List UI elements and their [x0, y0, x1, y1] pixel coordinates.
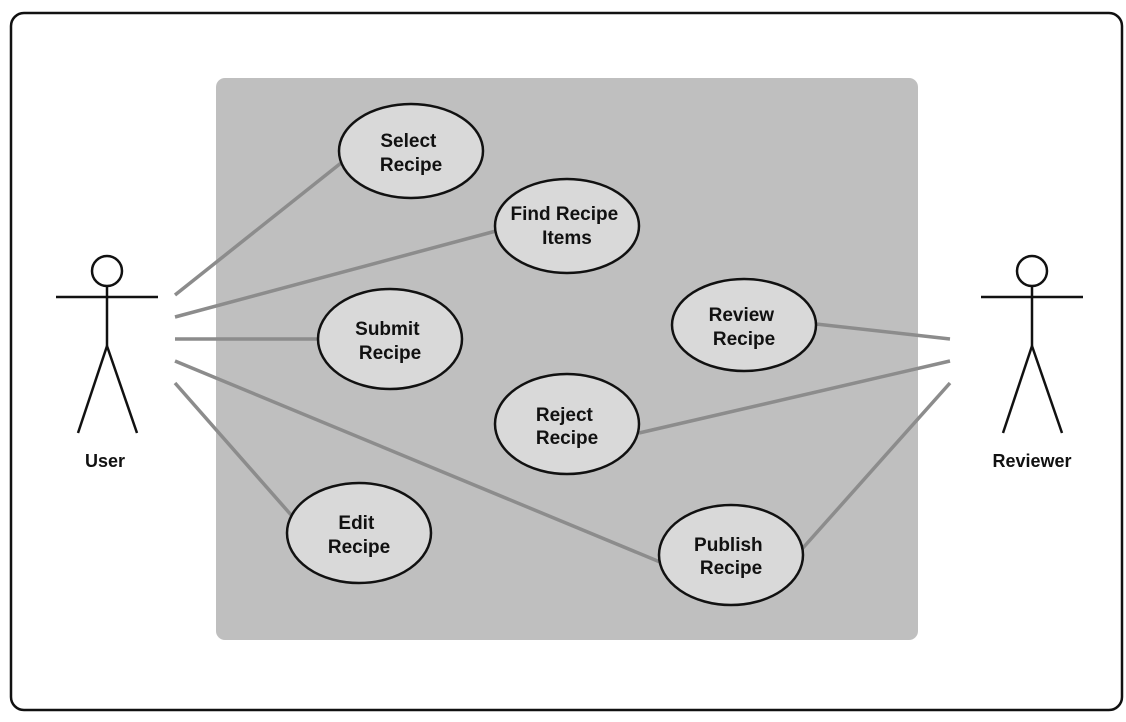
use-case-oval	[316, 287, 464, 391]
use-case-reject-recipe[interactable]: Reject Recipe	[493, 372, 641, 476]
association-user-publish-recipe	[174, 359, 661, 564]
use-case-label-line1: Reject	[536, 405, 594, 426]
use-case-label-line2: Items	[542, 228, 592, 249]
use-case-label-line1: Edit	[338, 513, 375, 534]
use-case-label-line1: Review	[709, 305, 775, 326]
actor-user-label: User	[85, 451, 125, 471]
svg-text:Submit Recipe: Submit Recipe	[355, 319, 425, 364]
svg-text:Find Recipe Items: Find Recipe Items	[511, 204, 624, 249]
use-case-label-line2: Recipe	[700, 558, 762, 579]
use-case-review-recipe[interactable]: Review Recipe	[670, 277, 818, 373]
association-user-select-recipe	[173, 161, 343, 297]
use-case-label-line2: Recipe	[380, 155, 442, 176]
use-case-label-line2: Recipe	[328, 537, 390, 558]
use-case-select-recipe[interactable]: Select Recipe	[337, 102, 485, 200]
use-case-edit-recipe[interactable]: Edit Recipe	[285, 481, 433, 585]
association-reviewer-publish-recipe	[800, 381, 952, 551]
use-case-oval	[493, 177, 641, 275]
use-case-oval	[337, 102, 485, 200]
actor-reviewer-label: Reviewer	[992, 451, 1071, 471]
actor-user[interactable]	[56, 254, 158, 434]
use-case-oval	[493, 372, 641, 476]
use-case-label-line1: Submit	[355, 319, 420, 340]
actor-user-right-leg	[105, 345, 139, 434]
use-case-label-line2: Recipe	[713, 329, 775, 350]
association-reviewer-reject-recipe	[638, 359, 951, 435]
use-case-find-recipe-items[interactable]: Find Recipe Items	[493, 177, 641, 275]
use-case-publish-recipe[interactable]: Publish Recipe	[657, 503, 805, 607]
association-reviewer-review-recipe	[815, 322, 951, 341]
use-case-oval	[657, 503, 805, 607]
actor-reviewer-head-icon	[1015, 254, 1049, 288]
actor-user-left-leg	[76, 345, 109, 434]
actor-reviewer-right-leg	[1030, 345, 1064, 434]
use-case-label-line1: Find Recipe	[511, 204, 619, 225]
associations	[173, 161, 952, 564]
association-user-find-recipe-items	[174, 229, 497, 319]
actor-user-head-icon	[90, 254, 124, 288]
svg-text:Reject Recipe: Reject Recipe	[536, 405, 598, 449]
use-case-label-line2: Recipe	[359, 343, 421, 364]
svg-text:Review Recipe: Review Recipe	[709, 305, 780, 350]
use-case-label-line1: Publish	[694, 535, 763, 556]
use-case-oval	[670, 277, 818, 373]
use-case-label-line2: Recipe	[536, 428, 598, 449]
svg-text:Publish Recipe: Publish Recipe	[694, 535, 768, 579]
svg-text:Select Recipe: Select Recipe	[380, 131, 442, 176]
use-case-submit-recipe[interactable]: Submit Recipe	[316, 287, 464, 391]
actor-reviewer[interactable]	[981, 254, 1083, 434]
use-case-label-line1: Select	[380, 131, 437, 152]
actor-reviewer-left-leg	[1001, 345, 1034, 434]
use-case-oval	[285, 481, 433, 585]
association-user-edit-recipe	[173, 381, 294, 518]
svg-text:Edit Recipe: Edit Recipe	[328, 513, 390, 558]
